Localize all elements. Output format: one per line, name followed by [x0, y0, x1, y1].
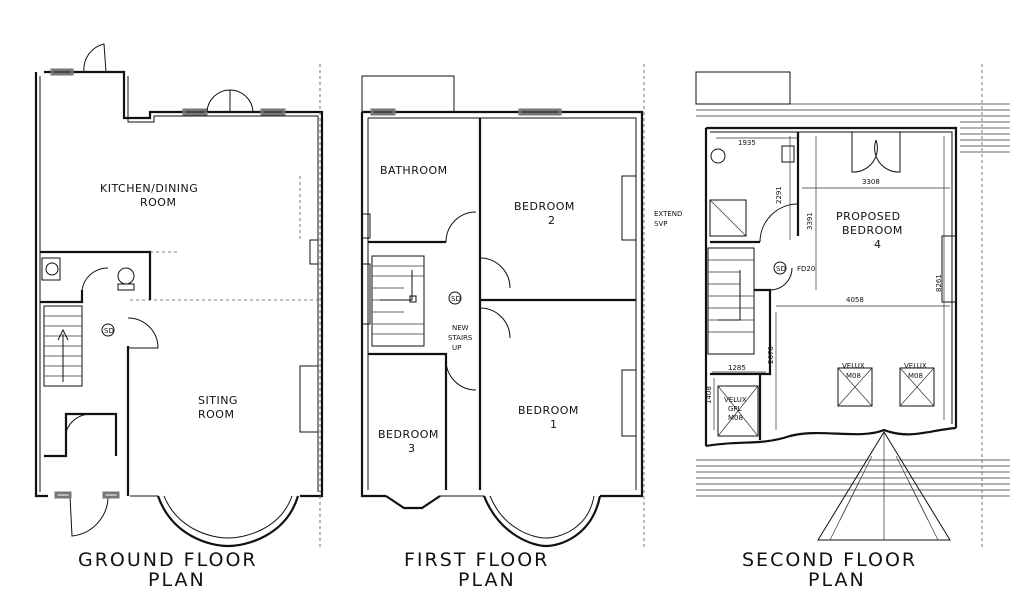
dim-3391: 3391: [806, 212, 814, 230]
dim-8261: 8261: [935, 274, 943, 292]
velux2-label-line1: VELUX: [904, 362, 927, 370]
velux1-label-line2: M08: [846, 372, 861, 380]
first-floor-plan: SD BATHROOM BEDROOM 2 BEDROOM 1 BEDROOM …: [360, 64, 645, 591]
velux3-label-line2: GPL: [728, 405, 742, 413]
first-floor-title-line2: PLAN: [458, 569, 516, 591]
velux3-label-line3: M08: [728, 414, 743, 422]
dim-1408: 1408: [705, 386, 713, 404]
bathroom-label: BATHROOM: [380, 164, 448, 177]
bedroom2-label-line1: BEDROOM: [514, 200, 575, 213]
bedroom3-label-line2: 3: [408, 442, 416, 455]
fd20-label: FD20: [797, 265, 815, 273]
ground-floor-title-line2: PLAN: [148, 569, 206, 591]
dim-1935: 1935: [738, 139, 756, 147]
extend-svp-label-line2: SVP: [654, 220, 667, 228]
bedroom1-label-line2: 1: [550, 418, 558, 431]
first-sd-label: SD: [451, 295, 461, 303]
proposed-bedroom-label-line2: BEDROOM: [842, 224, 903, 237]
extend-svp-label-line1: EXTEND: [654, 210, 682, 218]
second-floor-title-line2: PLAN: [808, 569, 866, 591]
sitting-room-label-line1: SITING: [198, 394, 238, 407]
first-floor-title-line1: FIRST FLOOR: [404, 549, 549, 571]
sitting-room-label-line2: ROOM: [198, 408, 234, 421]
dim-2670: 2670: [767, 346, 775, 364]
new-stairs-label-line1: NEW: [452, 324, 469, 332]
dim-1285: 1285: [728, 364, 746, 372]
proposed-bedroom-label-line3: 4: [874, 238, 882, 251]
second-floor-title-line1: SECOND FLOOR: [742, 549, 917, 571]
bedroom2-label-line2: 2: [548, 214, 556, 227]
ground-sd-label: SD: [104, 327, 114, 335]
roof-hatching: [696, 103, 1010, 497]
second-sd-label: SD: [776, 265, 786, 273]
new-stairs-label-line2: STAIRS: [448, 334, 473, 342]
kitchen-dining-label-line2: ROOM: [140, 196, 176, 209]
second-floor-plan: SD FD20 1935 3308 4058 1285 2291 3391 82…: [654, 64, 1010, 591]
bedroom3-label-line1: BEDROOM: [378, 428, 439, 441]
dim-4058: 4058: [846, 296, 864, 304]
kitchen-dining-label-line1: KITCHEN/DINING: [100, 182, 198, 195]
dim-3308: 3308: [862, 178, 880, 186]
proposed-bedroom-label-line1: PROPOSED: [836, 210, 901, 223]
bedroom1-label-line1: BEDROOM: [518, 404, 579, 417]
ground-floor-title-line1: GROUND FLOOR: [78, 549, 258, 571]
velux1-label-line1: VELUX: [842, 362, 865, 370]
ground-floor-plan: SD KITCHEN/DINING ROOM SITING ROOM GROUN…: [34, 43, 324, 591]
new-stairs-label-line3: UP: [452, 344, 461, 352]
velux3-label-line1: VELUX: [724, 396, 747, 404]
dim-2291: 2291: [775, 186, 783, 204]
velux2-label-line2: M08: [908, 372, 923, 380]
